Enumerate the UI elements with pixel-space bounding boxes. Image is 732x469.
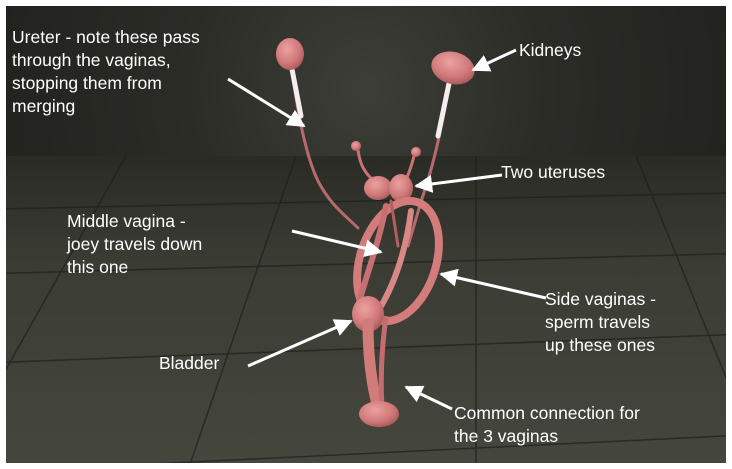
label-middle-vagina: Middle vagina - joey travels down this o… bbox=[67, 210, 202, 279]
label-common-connection: Common connection for the 3 vaginas bbox=[454, 402, 640, 448]
diagram-frame: Ureter - note these pass through the vag… bbox=[6, 6, 726, 463]
arrow-ureter bbox=[228, 79, 304, 126]
arrow-kidneys bbox=[473, 50, 516, 70]
label-ureter: Ureter - note these pass through the vag… bbox=[12, 26, 200, 118]
kidneys bbox=[276, 38, 478, 89]
label-bladder: Bladder bbox=[159, 352, 219, 375]
label-uteruses: Two uteruses bbox=[501, 161, 605, 184]
label-kidneys: Kidneys bbox=[519, 39, 581, 62]
label-side-vaginas: Side vaginas - sperm travels up these on… bbox=[545, 288, 656, 357]
